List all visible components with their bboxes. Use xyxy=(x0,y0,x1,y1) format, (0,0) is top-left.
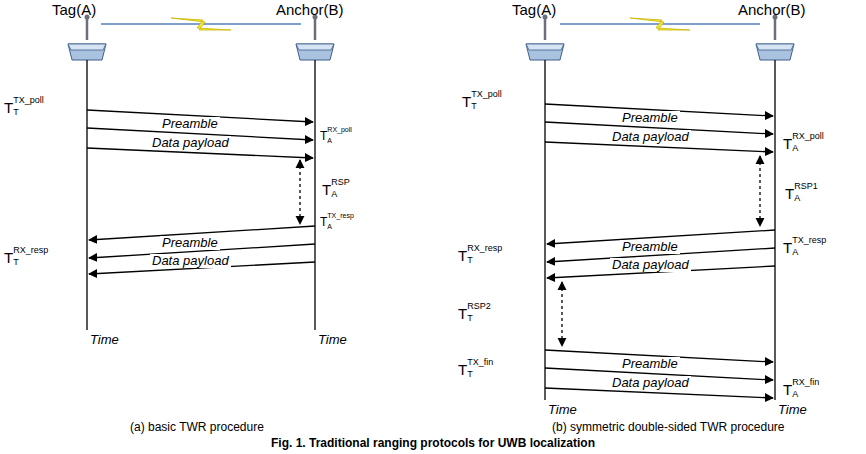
message-label: Preamble xyxy=(160,236,220,250)
anchor-device xyxy=(756,15,794,61)
time-symbol: T xyxy=(4,100,13,116)
figure-caption: Fig. 1. Traditional ranging protocols fo… xyxy=(271,437,595,450)
time-subscript: A xyxy=(331,190,337,199)
delay-arrow xyxy=(561,282,562,346)
time-subscript: A xyxy=(792,144,798,153)
time-subscript: A xyxy=(792,390,798,399)
time-superscript: TX_poll xyxy=(471,90,502,99)
time-superscript: TX_poll xyxy=(13,96,44,105)
device-name: Tag(A) xyxy=(512,2,556,18)
device-name: Tag(A) xyxy=(52,2,96,18)
message-label: Data payload xyxy=(150,136,231,150)
time-subscript: T xyxy=(13,108,19,117)
time-superscript: TX_resp xyxy=(327,212,353,219)
time-subscript: T xyxy=(467,256,473,265)
time-symbol: T xyxy=(783,240,792,256)
device-name: Anchor(B) xyxy=(738,2,806,18)
anchor-device xyxy=(296,15,334,61)
time-subscript: T xyxy=(467,370,473,379)
time-subscript: T xyxy=(13,258,19,267)
time-superscript: RX_poll xyxy=(327,126,352,133)
time-symbol: T xyxy=(785,186,794,202)
time-superscript: RSP2 xyxy=(467,302,491,311)
axis-label: Time xyxy=(778,403,807,417)
time-subscript: T xyxy=(471,102,477,111)
message-label: Data payload xyxy=(150,254,231,268)
timeline xyxy=(86,60,87,330)
axis-label: Time xyxy=(548,403,577,417)
message-label: Data payload xyxy=(610,258,691,272)
message-label: Data payload xyxy=(610,376,691,390)
time-symbol: T xyxy=(458,306,467,322)
time-superscript: TX_resp xyxy=(792,236,826,245)
subfigure-caption: (a) basic TWR procedure xyxy=(130,421,264,434)
delay-arrow xyxy=(299,160,300,224)
time-superscript: RSP xyxy=(331,178,350,187)
timeline xyxy=(544,60,545,400)
time-symbol: T xyxy=(322,182,331,198)
delay-arrow xyxy=(759,156,760,226)
time-superscript: RX_fin xyxy=(792,378,819,387)
message-label: Preamble xyxy=(620,111,680,125)
radio-link xyxy=(560,18,760,30)
time-superscript: RX_resp xyxy=(13,246,48,255)
time-superscript: RX_poll xyxy=(792,132,824,141)
time-subscript: T xyxy=(467,314,473,323)
radio-link xyxy=(101,18,301,30)
time-subscript: A xyxy=(794,194,800,203)
time-symbol: T xyxy=(458,248,467,264)
time-subscript: A xyxy=(327,223,332,230)
time-subscript: A xyxy=(792,248,798,257)
time-superscript: RX_resp xyxy=(467,244,502,253)
time-superscript: TX_fin xyxy=(467,358,493,367)
time-symbol: T xyxy=(462,94,471,110)
timeline xyxy=(314,60,315,330)
tag-device xyxy=(68,15,106,61)
subfigure-caption: (b) symmetric double-sided TWR procedure xyxy=(552,421,785,434)
message-label: Preamble xyxy=(620,357,680,371)
device-name: Anchor(B) xyxy=(276,2,344,18)
message-label: Data payload xyxy=(610,130,691,144)
time-subscript: A xyxy=(327,137,332,144)
message-label: Preamble xyxy=(160,117,220,131)
axis-label: Time xyxy=(90,333,119,347)
time-symbol: T xyxy=(458,362,467,378)
time-symbol: T xyxy=(4,250,13,266)
tag-device xyxy=(526,15,564,61)
axis-label: Time xyxy=(318,333,347,347)
time-superscript: RSP1 xyxy=(794,182,818,191)
time-symbol: T xyxy=(320,130,327,143)
time-symbol: T xyxy=(320,216,327,229)
message-label: Preamble xyxy=(620,240,680,254)
time-symbol: T xyxy=(783,382,792,398)
time-symbol: T xyxy=(783,136,792,152)
